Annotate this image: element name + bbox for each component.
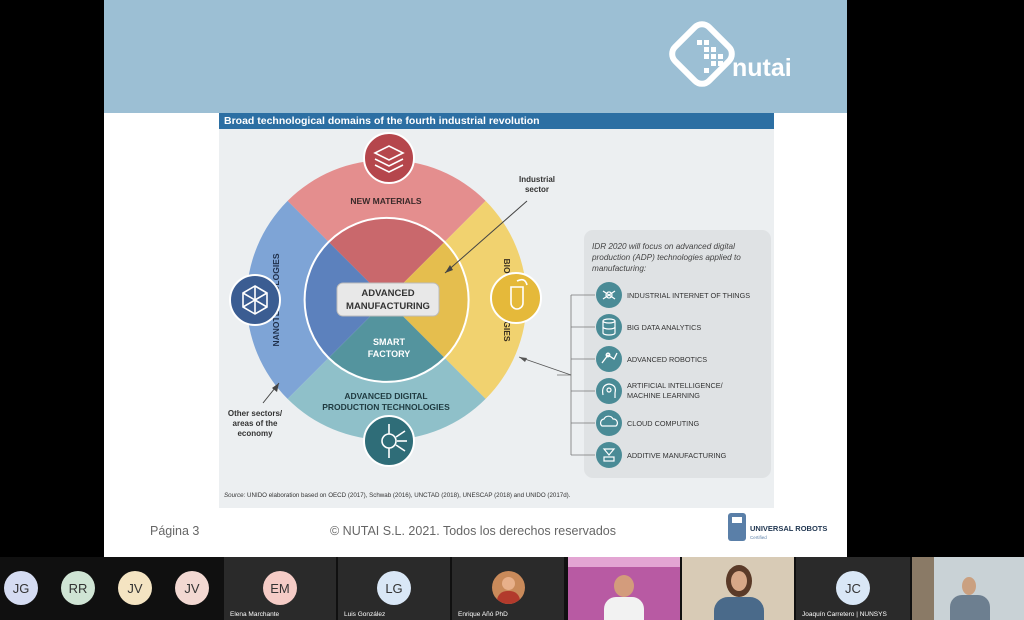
svg-text:UNIVERSAL ROBOTS: UNIVERSAL ROBOTS xyxy=(750,524,827,533)
participant-name: Elena Marchante xyxy=(230,611,280,618)
svg-text:nutai: nutai xyxy=(732,54,792,82)
panel-intro-2: production (ADP) technologies applied to xyxy=(591,253,741,262)
segment-biotechnologies xyxy=(444,200,527,399)
tech-item-cloud: CLOUD COMPUTING xyxy=(596,410,699,436)
avatar: LG xyxy=(377,571,411,605)
smart-factory-1: SMART xyxy=(373,337,405,347)
participant-video-tile[interactable] xyxy=(912,557,1024,620)
inner-quadrant-top xyxy=(328,217,445,300)
smart-factory-2: FACTORY xyxy=(368,349,411,359)
tech-domains-figure: NEW MATERIALS BIOTECHNOLOGIES NANOTECHNO… xyxy=(219,113,774,508)
center-label-1: ADVANCED xyxy=(361,288,414,299)
tech-label-cloud: CLOUD COMPUTING xyxy=(627,419,699,428)
smart-factory-arrow xyxy=(518,356,572,376)
flask-icon xyxy=(490,272,542,324)
adp-panel xyxy=(584,230,771,478)
tech-item-robotics: ADVANCED ROBOTICS xyxy=(596,346,707,372)
avatar: RR xyxy=(61,571,95,605)
tech-label-iiot: INDUSTRIAL INTERNET OF THINGS xyxy=(627,291,750,300)
panel-intro-3: manufacturing: xyxy=(592,264,646,273)
participant-tile[interactable]: JC Joaquín Carretero | NUNSYS xyxy=(796,557,910,620)
panel-intro-1: IDR 2020 will focus on advanced digital xyxy=(592,242,735,251)
slide-copyright: © NUTAI S.L. 2021. Todos los derechos re… xyxy=(330,524,616,538)
figure-source: Source: UNIDO elaboration based on OECD … xyxy=(224,492,571,499)
nutai-logo: nutai xyxy=(669,21,792,87)
universal-robots-logo: UNIVERSAL ROBOTS Certified xyxy=(728,513,827,541)
presentation-slide: nutai NEW MATERIALS BIOTECHNOLOGIES NANO… xyxy=(104,0,847,557)
slide-header-band xyxy=(104,0,847,113)
avatar: JG xyxy=(4,571,38,605)
participant-tile[interactable]: Enrique Añó PhD xyxy=(452,557,564,620)
slide-page-number: Página 3 xyxy=(150,524,200,538)
inner-quadrant-bottom xyxy=(328,299,445,382)
industrial-sector-label-2: sector xyxy=(525,185,549,194)
participant-tile[interactable]: JV xyxy=(171,557,215,620)
avatar: JV xyxy=(118,571,152,605)
tech-item-big-data: BIG DATA ANALYTICS xyxy=(596,314,701,340)
label-advanced-digital-1: ADVANCED DIGITAL xyxy=(344,391,427,401)
participant-video-tile[interactable] xyxy=(682,557,794,620)
industrial-sector-arrow xyxy=(444,200,528,274)
participant-name: Joaquín Carretero | NUNSYS xyxy=(802,611,887,618)
tech-label-big-data: BIG DATA ANALYTICS xyxy=(627,323,701,332)
avatar: JV xyxy=(175,571,209,605)
circuit-chip-icon xyxy=(363,415,415,467)
figure-diagram: NEW MATERIALS BIOTECHNOLOGIES NANOTECHNO… xyxy=(224,132,771,499)
tech-item-iiot: INDUSTRIAL INTERNET OF THINGS xyxy=(596,282,750,308)
advanced-manufacturing-box xyxy=(336,282,440,317)
participant-name: Enrique Añó PhD xyxy=(458,611,508,618)
label-advanced-digital-2: PRODUCTION TECHNOLOGIES xyxy=(322,402,450,412)
svg-text:Certified: Certified xyxy=(750,535,767,540)
layers-icon xyxy=(363,132,415,184)
segment-new-materials xyxy=(287,159,486,242)
participant-tile[interactable]: LG Luis González xyxy=(338,557,450,620)
tech-item-additive: ADDITIVE MANUFACTURING xyxy=(596,442,727,468)
tech-label-additive: ADDITIVE MANUFACTURING xyxy=(627,451,727,460)
participant-name: Luis González xyxy=(344,611,386,618)
avatar: JC xyxy=(836,571,870,605)
tech-item-ai: ARTIFICIAL INTELLIGENCE/ MACHINE LEARNIN… xyxy=(596,378,724,404)
participants-strip: JG RR JV JV EM Elena Marchante LG Luis G… xyxy=(0,557,1024,620)
segment-nanotechnologies xyxy=(246,200,329,399)
participant-tile[interactable]: EM Elena Marchante xyxy=(224,557,336,620)
other-sectors-label-2: areas of the xyxy=(233,419,278,428)
industrial-sector-label-1: Industrial xyxy=(519,175,555,184)
tech-label-ai-2: MACHINE LEARNING xyxy=(627,391,700,400)
participant-tile[interactable]: JG xyxy=(0,557,44,620)
figure-title: Broad technological domains of the fourt… xyxy=(219,113,774,129)
segment-advanced-digital xyxy=(287,357,486,440)
other-sectors-label-3: economy xyxy=(237,429,273,438)
center-label-2: MANUFACTURING xyxy=(346,301,430,312)
tech-label-robotics: ADVANCED ROBOTICS xyxy=(627,355,707,364)
avatar: EM xyxy=(263,571,297,605)
avatar-photo xyxy=(492,571,525,604)
tech-label-ai-1: ARTIFICIAL INTELLIGENCE/ xyxy=(627,381,724,390)
label-new-materials: NEW MATERIALS xyxy=(350,196,421,206)
participant-tile[interactable]: JV xyxy=(114,557,158,620)
participant-video-tile[interactable] xyxy=(568,557,680,620)
other-sectors-label-1: Other sectors/ xyxy=(228,409,283,418)
participant-tile[interactable]: RR xyxy=(57,557,101,620)
molecule-icon xyxy=(229,274,281,326)
